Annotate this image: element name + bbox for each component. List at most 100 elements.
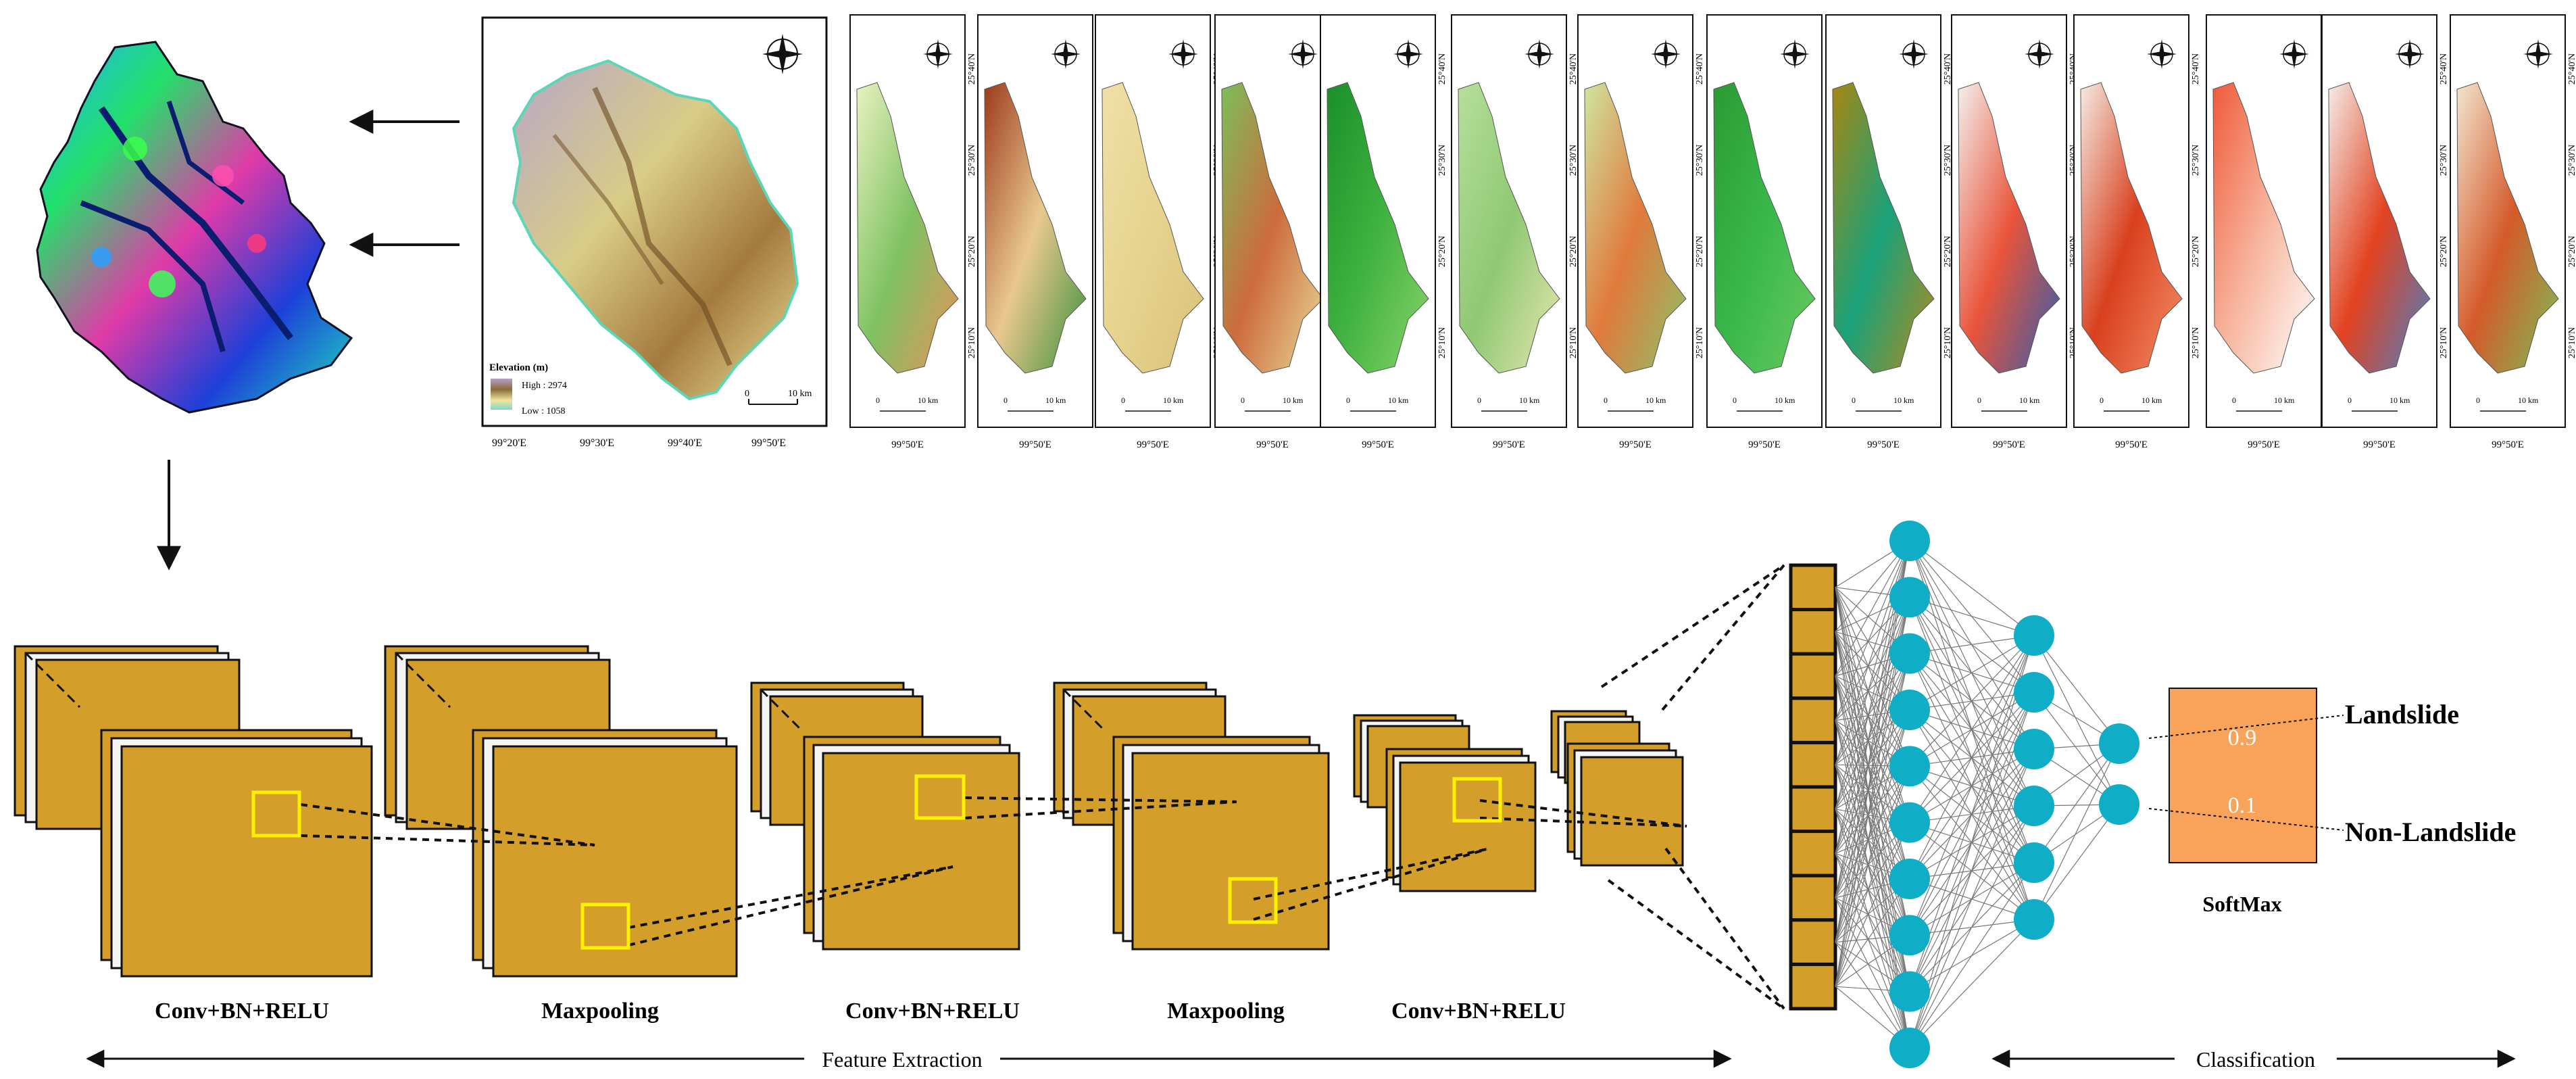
factor-map-scale-zero: 0 [1004, 395, 1008, 405]
factor-map-scale-zero: 0 [2232, 395, 2236, 405]
factor-map-scale-label: 10 km [2518, 395, 2539, 405]
conv1-front [100, 729, 373, 978]
factor-map-scale-label: 10 km [1893, 395, 1914, 405]
factor-map-scale-label: 10 km [2019, 395, 2040, 405]
factor-map-scale-label: 10 km [2389, 395, 2410, 405]
flatten-unit [1789, 696, 1837, 744]
neuron-layer-2 [2014, 672, 2054, 713]
factor-map-scale-label: 10 km [1163, 395, 1184, 405]
factor-map-scale-zero: 0 [2476, 395, 2480, 405]
factor-map-x-tick: 99°50'E [1362, 439, 1394, 450]
factor-map-scale-label: 10 km [918, 395, 939, 405]
flatten-unit [1789, 962, 1837, 1011]
factor-map-scale-label: 10 km [1775, 395, 1795, 405]
flatten-unit [1789, 873, 1837, 922]
neuron-layer-1 [1889, 1028, 1930, 1068]
flatten-layer [1789, 563, 1837, 1011]
neuron-layer-2 [2014, 786, 2054, 826]
neuron-layer-2 [2014, 615, 2054, 656]
factor-map-y-tick: 25°20'N [967, 236, 977, 267]
layer-label-3: Conv+BN+RELU [845, 999, 1020, 1024]
elevation-map-panel: Elevation (m) High : 2974 Low : 1058 0 1… [481, 16, 828, 449]
feature-map [1580, 756, 1684, 867]
legend-title: Elevation (m) [489, 362, 548, 373]
neuron-layer-1 [1889, 521, 1930, 561]
factor-map-y-tick: 25°10'N [2439, 327, 2449, 358]
flatten-unit [1789, 785, 1837, 834]
main-x-tick-4: 99°50'E [751, 437, 786, 449]
factor-map-scale-zero: 0 [1346, 395, 1350, 405]
factor-map-scale-zero: 0 [1977, 395, 1981, 405]
neuron-layer-1 [1889, 746, 1930, 787]
neuron-layer-2 [2014, 729, 2054, 769]
factor-map-y-tick: 25°40'N [1943, 53, 1953, 85]
factor-map-y-tick: 25°40'N [2439, 53, 2449, 85]
factor-map-y-tick: 25°40'N [2191, 53, 2201, 85]
dense-network [1835, 521, 2139, 1068]
factor-map-scale-zero: 0 [1604, 395, 1608, 405]
feature-map [1131, 752, 1330, 951]
factor-map-x-tick: 99°50'E [1493, 439, 1525, 450]
factor-map-x-tick: 99°50'E [2492, 439, 2524, 450]
factor-map-y-tick: 25°20'N [1437, 236, 1447, 267]
factor-map-scale-label: 10 km [1045, 395, 1066, 405]
feature-map [492, 745, 738, 978]
softmax-box [2169, 688, 2317, 863]
main-x-tick-2: 99°30'E [580, 437, 614, 449]
receptive-field-lines [300, 564, 1785, 1010]
pool1-front [472, 729, 738, 978]
classification-label: Classification [2196, 1047, 2315, 1072]
softmax-label: SoftMax [2202, 892, 2281, 916]
feature-map [120, 745, 373, 978]
factor-map-y-tick: 25°20'N [1568, 236, 1579, 267]
feature-map [822, 752, 1020, 951]
factor-map-x-tick: 99°50'E [1748, 439, 1781, 450]
neuron-layer-1 [1889, 802, 1930, 843]
factor-map-scale-label: 10 km [1519, 395, 1540, 405]
factor-map-y-tick: 25°20'N [2191, 236, 2201, 267]
pool2-front [1112, 736, 1330, 951]
layer-label-2: Maxpooling [541, 999, 659, 1024]
neuron-layer-1 [1889, 577, 1930, 618]
neuron-layer-1 [1889, 859, 1930, 899]
neuron-layer-1 [1889, 633, 1930, 674]
factor-map-x-tick: 99°50'E [2363, 439, 2396, 450]
factor-map-y-tick: 25°10'N [1695, 327, 1705, 358]
legend-low: Low : 1058 [522, 406, 566, 416]
factor-map-y-tick: 25°10'N [2567, 327, 2576, 358]
factor-map-y-tick: 25°40'N [2567, 53, 2576, 85]
factor-map-x-tick: 99°50'E [891, 439, 924, 450]
flatten-unit [1789, 830, 1837, 878]
feature-map [1399, 761, 1537, 892]
factor-map-scale-zero: 0 [1241, 395, 1245, 405]
factor-map-x-tick: 99°50'E [1019, 439, 1051, 450]
north-arrow-icon [762, 34, 803, 74]
factor-map-y-tick: 25°20'N [1943, 236, 1953, 267]
factor-map-y-tick: 25°30'N [1943, 145, 1953, 176]
kernel-highlights [251, 774, 1502, 950]
scale-zero: 0 [745, 389, 749, 399]
flatten-unit [1789, 740, 1837, 789]
factor-map-x-tick: 99°50'E [1619, 439, 1652, 450]
factor-map-x-tick: 99°50'E [1137, 439, 1169, 450]
neuron-layer-3 [2099, 723, 2139, 764]
factor-map-y-tick: 25°40'N [1568, 53, 1579, 85]
softmax-block: 0.9 0.1 SoftMax [2169, 688, 2317, 916]
factor-map-scale-zero: 0 [2100, 395, 2104, 405]
legend-color-ramp [491, 379, 512, 410]
factor-map-y-tick: 25°40'N [967, 53, 977, 85]
factor-map-scale-zero: 0 [1733, 395, 1737, 405]
neuron-layer-2 [2014, 842, 2054, 883]
neuron-layer-1 [1889, 690, 1930, 730]
factor-map-scale-label: 10 km [1645, 395, 1666, 405]
factor-map-x-tick: 99°50'E [1867, 439, 1900, 450]
flatten-unit [1789, 652, 1837, 700]
factor-map-scale-label: 10 km [1283, 395, 1304, 405]
